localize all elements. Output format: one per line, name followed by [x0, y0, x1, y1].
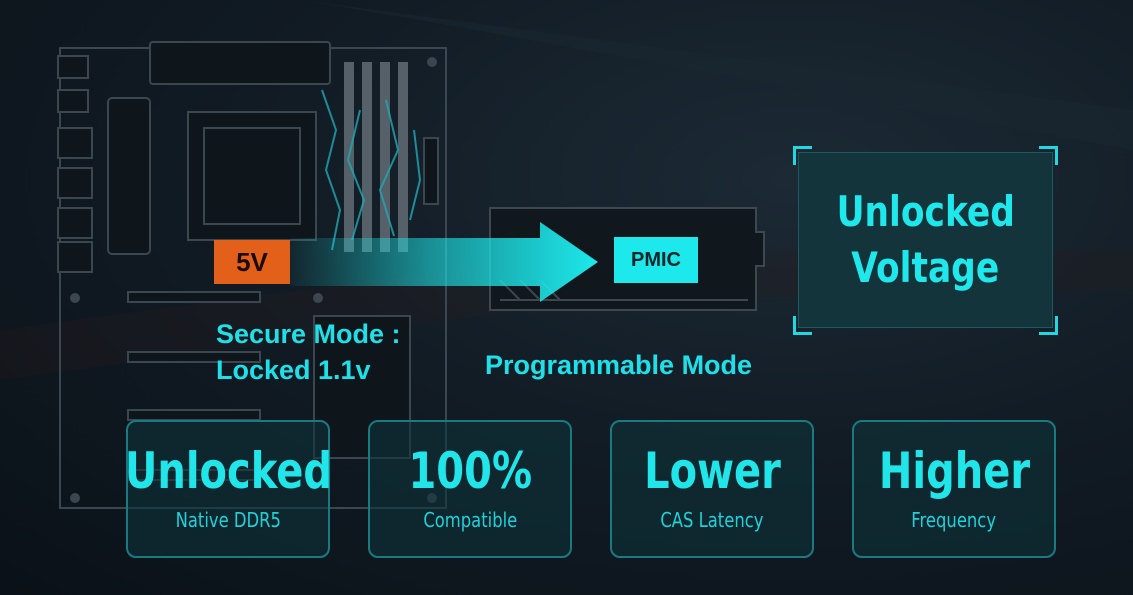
- arrow-icon: [290, 222, 598, 302]
- feature-title: Higher: [878, 442, 1030, 500]
- bracket-corner-icon: [793, 146, 812, 165]
- feature-title: 100%: [408, 442, 532, 500]
- feature-card-latency: Lower CAS Latency: [610, 420, 814, 558]
- unlocked-voltage-panel: Unlocked Voltage: [798, 152, 1053, 328]
- secure-mode-caption: Secure Mode : Locked 1.1v: [216, 316, 401, 388]
- secure-mode-line2: Locked 1.1v: [216, 355, 371, 385]
- feature-card-compatible: 100% Compatible: [368, 420, 572, 558]
- bracket-corner-icon: [1039, 316, 1058, 335]
- feature-subtitle: Native DDR5: [175, 508, 281, 532]
- feature-card-frequency: Higher Frequency: [852, 420, 1056, 558]
- feature-title: Lower: [643, 442, 781, 500]
- secure-mode-line1: Secure Mode :: [216, 319, 401, 349]
- feature-subtitle: Compatible: [423, 508, 517, 532]
- voltage-badge: 5V: [214, 240, 290, 284]
- feature-title: Unlocked: [124, 442, 332, 500]
- pmic-chip: PMIC: [614, 237, 698, 283]
- feature-card-unlocked: Unlocked Native DDR5: [124, 420, 332, 558]
- unlocked-voltage-line1: Unlocked: [836, 187, 1015, 236]
- bracket-corner-icon: [1039, 146, 1058, 165]
- feature-subtitle: CAS Latency: [660, 508, 764, 532]
- unlocked-voltage-line2: Voltage: [851, 243, 1000, 292]
- programmable-mode-caption: Programmable Mode: [485, 350, 753, 380]
- feature-subtitle: Frequency: [911, 508, 997, 532]
- bracket-corner-icon: [793, 316, 812, 335]
